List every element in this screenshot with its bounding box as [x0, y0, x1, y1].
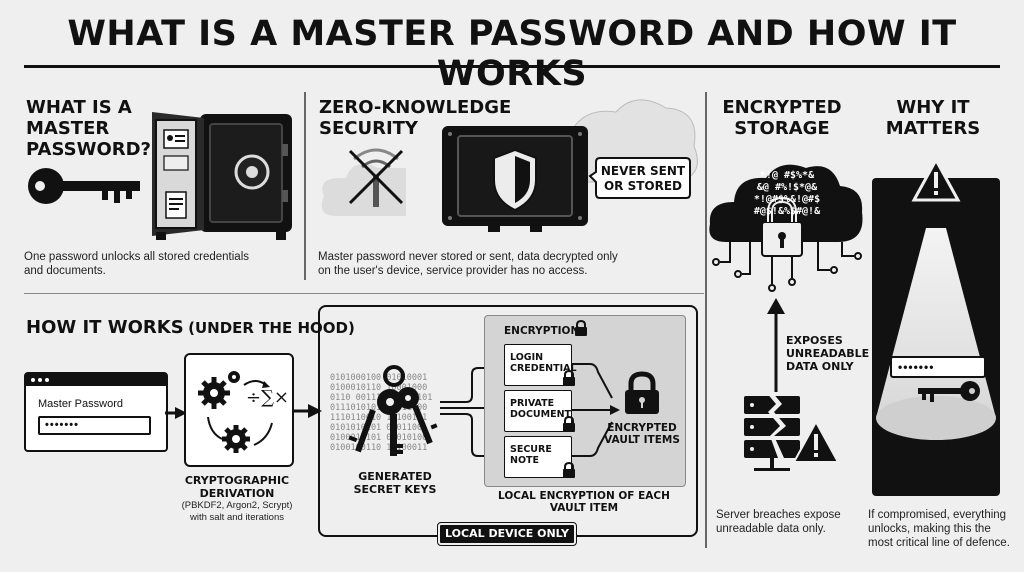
doc-private-label: PRIVATE DOCUMENT [510, 398, 572, 420]
speech-bubble [588, 157, 691, 199]
divider-1 [304, 92, 306, 280]
password-field-spotlight: ••••••• [890, 356, 986, 378]
doc-card-private: PRIVATE DOCUMENT [504, 390, 572, 432]
section-encrypted-storage-heading: ENCRYPTED STORAGE [722, 97, 842, 139]
divider-2 [705, 92, 707, 548]
secret-keys-icon [348, 365, 438, 456]
section-encrypted-storage-description: Server breaches expose unreadable data o… [716, 509, 841, 535]
never-sent-label: NEVER SENT OR STORED [600, 164, 686, 193]
derivation-label: CRYPTOGRAPHIC DERIVATION [184, 474, 290, 500]
title-divider [24, 65, 1000, 68]
cipher-symbols: *!@ #$%*& &@ #%!$*@& *!@#$%&!@#$ #@$!&%$… [753, 170, 821, 217]
most-critical-label: MOST CRITICAL LINE OF DEFENCE [876, 438, 996, 467]
encryption-lock-icon [575, 319, 587, 336]
section-zero-knowledge-description: Master password never stored or sent, da… [318, 251, 618, 277]
exposes-unreadable-label: EXPOSES UNREADABLE DATA ONLY [786, 334, 870, 373]
doc-lock-icon [563, 415, 575, 432]
section-what-heading: WHAT IS A MASTER PASSWORD? [26, 97, 151, 160]
key-icon-spotlight [918, 381, 980, 402]
divider-horizontal [24, 293, 704, 294]
master-key-icon [28, 168, 140, 204]
encrypted-vault-items-label: ENCRYPTED VAULT ITEMS [604, 422, 680, 446]
section-why-heading: WHY IT MATTERS [885, 97, 981, 139]
page-title: WHAT IS A MASTER PASSWORD AND HOW IT WOR… [67, 14, 957, 94]
section-what-description: One password unlocks all stored credenti… [24, 251, 250, 277]
warning-icon [911, 156, 961, 202]
doc-login-label: LOGIN CREDENTIAL [510, 352, 577, 374]
doc-card-login: LOGIN CREDENTIAL [504, 344, 577, 386]
encryption-label: ENCRYPTION [504, 325, 580, 337]
safe-vault-icon [152, 112, 292, 240]
secure-vault-icon [442, 126, 588, 232]
local-encryption-label: LOCAL ENCRYPTION OF EACH VAULT ITEM [498, 490, 670, 514]
section-zero-knowledge-heading: ZERO-KNOWLEDGE SECURITY [319, 97, 512, 139]
generated-keys-label: GENERATED SECRET KEYS [353, 470, 437, 496]
section-why-description: If compromised, everything unlocks, maki… [868, 509, 1010, 549]
vault-lock-icon [625, 371, 659, 414]
doc-note-label: SECURE NOTE [510, 444, 552, 466]
local-device-badge: LOCAL DEVICE ONLY [437, 522, 577, 546]
math-symbols: ÷∑× [246, 387, 290, 408]
doc-lock-icon [563, 369, 575, 386]
window-titlebar [26, 374, 166, 386]
doc-card-note: SECURE NOTE [504, 436, 572, 478]
derivation-algorithms: (PBKDF2, Argon2, Scrypt) with salt and i… [181, 500, 293, 523]
master-password-label: Master Password [38, 398, 123, 410]
arrow-to-derivation [165, 407, 187, 419]
doc-lock-icon [563, 461, 575, 478]
gears-icon [198, 371, 273, 453]
master-password-input[interactable]: ••••••• [38, 416, 151, 435]
breached-server-icon [744, 392, 840, 471]
converge-arrows [572, 363, 620, 457]
encrypted-cloud-icon [709, 164, 863, 292]
arrow-to-keys [294, 404, 322, 418]
how-it-works-heading: HOW IT WORKS (UNDER THE HOOD) [26, 317, 355, 338]
no-signal-icon [348, 148, 404, 207]
upward-arrow [767, 298, 785, 392]
login-window: Master Password ••••••• [24, 372, 168, 452]
